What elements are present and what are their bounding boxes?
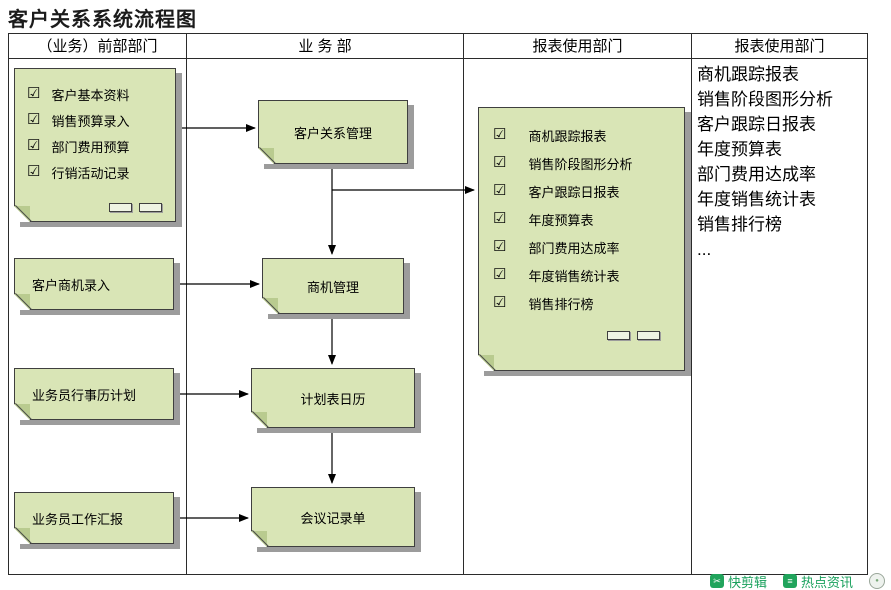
- report-name-ellipsis: ...: [697, 240, 712, 259]
- checklist-row: ☑ 年度预算表: [493, 205, 684, 233]
- mini-button: [139, 203, 162, 212]
- page-title: 客户关系系统流程图: [8, 9, 197, 31]
- column-divider: [691, 34, 692, 574]
- checkbox-icon: ☑: [27, 137, 41, 154]
- checklist-label: 销售预算录入: [51, 113, 130, 129]
- checklist-label: 销售阶段图形分析: [528, 156, 633, 172]
- column-header-report-users-2: 报表使用部门: [734, 38, 825, 55]
- folded-corner-icon: [15, 403, 32, 420]
- box-label: 客户关系管理: [293, 125, 372, 141]
- folded-corner-icon: [252, 411, 269, 428]
- mini-buttons: [109, 203, 162, 212]
- doc-box-reports: ☑ 商机跟踪报表 ☑ 销售阶段图形分析 ☑ 客户跟踪日报表 ☑ 年度预算表 ☑ …: [478, 107, 685, 371]
- quick-clip-button[interactable]: ✂ 快剪辑: [709, 572, 767, 590]
- scissors-icon: ✂: [709, 574, 724, 588]
- doc-box-input-forms: ☑ 客户基本资料 ☑ 销售预算录入 ☑ 部门费用预算 ☑ 行销活动记录: [14, 68, 176, 222]
- checklist-row: ☑ 销售预算录入: [27, 107, 175, 133]
- report-name: 客户跟踪日报表: [697, 115, 816, 134]
- header-divider: [9, 58, 867, 59]
- checklist-row: ☑ 年度销售统计表: [493, 261, 684, 289]
- folded-corner-icon: [259, 147, 276, 164]
- checkbox-icon: ☑: [493, 182, 507, 199]
- checkbox-icon: ☑: [493, 210, 507, 227]
- folded-corner-icon: [263, 297, 280, 314]
- checklist: ☑ 商机跟踪报表 ☑ 销售阶段图形分析 ☑ 客户跟踪日报表 ☑ 年度预算表 ☑ …: [479, 108, 684, 317]
- mini-buttons: [607, 331, 660, 340]
- doc-box-opportunity-mgmt: 商机管理: [262, 258, 404, 314]
- checklist-row: ☑ 销售阶段图形分析: [493, 149, 684, 177]
- report-name: 商机跟踪报表: [697, 65, 799, 84]
- report-name: 年度销售统计表: [697, 190, 816, 209]
- box-label: 业务员工作汇报: [32, 511, 124, 527]
- checkbox-icon: ☑: [27, 85, 41, 102]
- doc-box-opportunity-entry: 客户商机录入: [14, 258, 174, 310]
- checklist-row: ☑ 行销活动记录: [27, 159, 175, 185]
- hot-news-label: 热点资讯: [800, 574, 853, 590]
- box-label: 会议记录单: [300, 510, 366, 526]
- checklist-row: ☑ 客户跟踪日报表: [493, 177, 684, 205]
- checkbox-icon: ☑: [493, 294, 507, 311]
- checklist: ☑ 客户基本资料 ☑ 销售预算录入 ☑ 部门费用预算 ☑ 行销活动记录: [15, 69, 175, 185]
- checklist-label: 销售排行榜: [528, 296, 594, 312]
- checklist-row: ☑ 部门费用预算: [27, 133, 175, 159]
- box-label: 计划表日历: [300, 391, 366, 407]
- folded-corner-icon: [15, 293, 32, 310]
- box-label: 客户商机录入: [32, 277, 111, 293]
- column-header-report-users: 报表使用部门: [532, 38, 623, 55]
- checkbox-icon: ☑: [493, 266, 507, 283]
- checklist-label: 年度预算表: [528, 212, 594, 228]
- box-label: 业务员行事历计划: [32, 387, 137, 403]
- report-name: 销售排行榜: [697, 215, 782, 234]
- mini-button: [607, 331, 630, 340]
- mini-button: [637, 331, 660, 340]
- overlay-toolbar: ✂ 快剪辑 ≡ 热点资讯 ●: [709, 572, 885, 590]
- flowchart-table: （业务）前部部门 业 务 部 报表使用部门 报表使用部门: [8, 33, 868, 575]
- checklist-label: 商机跟踪报表: [528, 128, 607, 144]
- checkbox-icon: ☑: [493, 154, 507, 171]
- quick-clip-label: 快剪辑: [727, 574, 767, 590]
- checkbox-icon: ☑: [493, 238, 507, 255]
- checkbox-icon: ☑: [493, 126, 507, 143]
- hot-news-button[interactable]: ≡ 热点资讯: [782, 572, 853, 590]
- folded-corner-icon: [252, 530, 269, 547]
- folded-corner-icon: [15, 205, 32, 222]
- folded-corner-icon: [15, 527, 32, 544]
- column-header-front-dept: （业务）前部部门: [37, 38, 158, 55]
- checklist-row: ☑ 客户基本资料: [27, 81, 175, 107]
- report-name-list: 商机跟踪报表 销售阶段图形分析 客户跟踪日报表 年度预算表 部门费用达成率 年度…: [697, 62, 865, 262]
- checklist-label: 客户基本资料: [51, 87, 130, 103]
- news-icon: ≡: [782, 574, 797, 588]
- doc-box-schedule: 计划表日历: [251, 368, 415, 428]
- column-divider: [186, 34, 187, 574]
- corner-widget-icon[interactable]: ●: [869, 573, 885, 589]
- box-label: 商机管理: [306, 279, 359, 295]
- folded-corner-icon: [479, 354, 496, 371]
- checklist-label: 部门费用达成率: [528, 240, 620, 256]
- checklist-row: ☑ 商机跟踪报表: [493, 121, 684, 149]
- checkbox-icon: ☑: [27, 163, 41, 180]
- checklist-row: ☑ 部门费用达成率: [493, 233, 684, 261]
- doc-box-calendar-plan: 业务员行事历计划: [14, 368, 174, 420]
- report-name: 部门费用达成率: [697, 165, 816, 184]
- checklist-label: 部门费用预算: [51, 139, 130, 155]
- doc-box-meeting-record: 会议记录单: [251, 487, 415, 547]
- column-header-business-dept: 业 务 部: [298, 38, 352, 55]
- checklist-label: 年度销售统计表: [528, 268, 620, 284]
- mini-button: [109, 203, 132, 212]
- checklist-label: 客户跟踪日报表: [528, 184, 620, 200]
- checklist-label: 行销活动记录: [51, 165, 130, 181]
- checklist-row: ☑ 销售排行榜: [493, 289, 684, 317]
- report-name: 销售阶段图形分析: [697, 90, 833, 109]
- checkbox-icon: ☑: [27, 111, 41, 128]
- doc-box-crm: 客户关系管理: [258, 100, 408, 164]
- doc-box-work-report: 业务员工作汇报: [14, 492, 174, 544]
- column-divider: [463, 34, 464, 574]
- report-name: 年度预算表: [697, 140, 782, 159]
